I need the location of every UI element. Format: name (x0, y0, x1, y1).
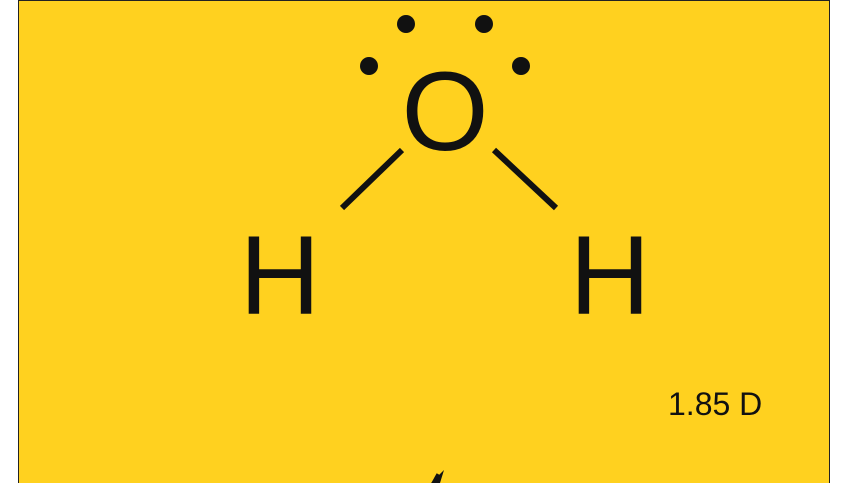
diagram-panel (18, 0, 830, 483)
dipole-moment-label: 1.85 D (668, 386, 763, 422)
bond-left (339, 147, 405, 211)
lone-pair-electron (397, 15, 415, 33)
atom-hydrogen-right: H (570, 213, 651, 338)
lone-pairs (360, 15, 530, 75)
atom-hydrogen-left: H (240, 213, 321, 338)
lone-pair-electron (512, 57, 530, 75)
atom-oxygen: O (401, 49, 488, 174)
arrow-up-icon (431, 470, 444, 483)
bond-right (491, 147, 559, 211)
lone-pair-electron (360, 57, 378, 75)
lone-pair-electron (475, 15, 493, 33)
